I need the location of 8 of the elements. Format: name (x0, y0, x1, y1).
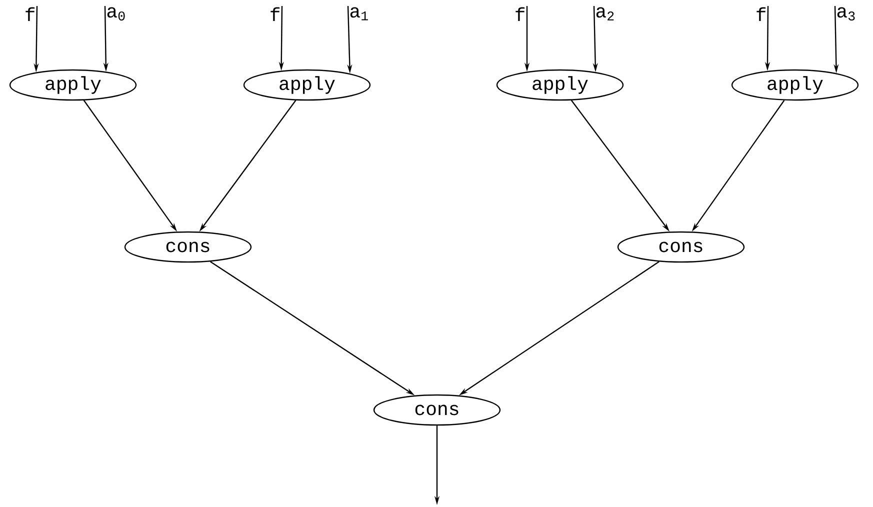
input-label: a$_{0}$ (107, 7, 125, 20)
input-label: a$_{1}$ (350, 7, 368, 20)
input-label: f (756, 7, 766, 21)
input-label: f (516, 7, 525, 21)
input-label: f (270, 7, 280, 21)
input-label: a$_{3}$ (837, 7, 855, 20)
input-label: f (26, 7, 35, 21)
input-label: a$_{2}$ (596, 7, 614, 20)
